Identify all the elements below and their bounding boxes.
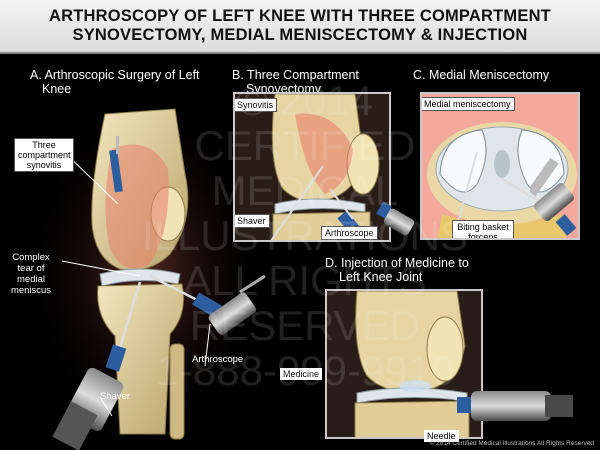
panel-a-heading-line2: Knee [30,82,71,96]
fibula-bone [170,344,184,439]
label-arthroscope-b: Arthroscope [321,226,378,240]
label-complex-tear-text: Complex tear of medial meniscus [11,252,51,296]
label-shaver-a-text: Shaver [100,391,130,402]
panel-d-heading-line2: Left Knee Joint [325,270,422,284]
panel-d-heading-line1: D. Injection of Medicine to [325,256,469,270]
panel-b-frame: Synovitis Shaver Arthroscope [233,92,391,242]
label-arthroscope-a-text: Arthroscope [192,354,243,365]
title-banner: ARTHROSCOPY OF LEFT KNEE WITH THREE COMP… [0,0,600,54]
panel-c-heading: C. Medial Meniscectomy [413,68,549,82]
label-complex-tear: Complex tear of medial meniscus [6,252,56,296]
label-shaver-b-text: Shaver [237,216,266,226]
arthroscope-instrument-c [530,149,600,219]
label-medicine-d-text: Medicine [283,369,319,379]
label-arthroscope-a: Arthroscope [192,354,243,365]
panel-d-heading: D. Injection of Medicine to Left Knee Jo… [325,256,469,284]
label-biting-basket-forceps: Biting basket forceps [452,220,514,240]
syringe-instrument-d [455,379,575,439]
label-synovitis-b-text: Synovitis [237,100,273,110]
label-arthroscope-b-text: Arthroscope [325,228,374,238]
label-shaver-a: Shaver [100,391,130,402]
illustration-stage: A. Arthroscopic Surgery of Left Knee Thr… [0,54,600,450]
page-title: ARTHROSCOPY OF LEFT KNEE WITH THREE COMP… [49,7,551,45]
label-three-compartment-synovitis: Three compartment synovitis [14,138,74,172]
panel-c-heading-text: C. Medial Meniscectomy [413,68,549,82]
medicine-fluid [399,380,431,392]
label-medial-meniscectomy: Medial meniscectomy [420,97,515,111]
title-line-1: ARTHROSCOPY OF LEFT KNEE WITH THREE COMP… [49,7,551,25]
label-biting-basket-forceps-text: Biting basket forceps [457,222,509,240]
panel-b-heading-line1: B. Three Compartment [232,68,359,82]
title-line-2: SYNOVECTOMY, MEDIAL MENISCECTOMY & INJEC… [73,26,528,44]
label-medial-meniscectomy-text: Medial meniscectomy [424,99,511,109]
label-synovitis-b: Synovitis [233,98,277,112]
label-three-compartment-synovitis-text: Three compartment synovitis [18,140,71,170]
label-shaver-b: Shaver [233,214,270,228]
label-medicine-d: Medicine [280,368,322,380]
panel-a-heading-line1: A. Arthroscopic Surgery of Left [30,68,200,82]
panel-a-heading: A. Arthroscopic Surgery of Left Knee [30,68,200,96]
copyright-notice: © 2014 Certified Medical Illustrations A… [430,440,594,447]
